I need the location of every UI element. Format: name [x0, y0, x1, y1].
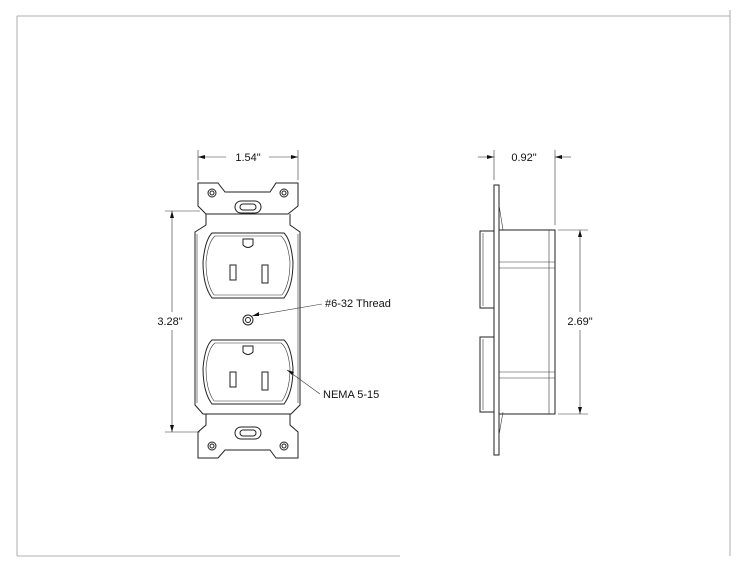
- depth-dimension-label: 0.92": [511, 152, 536, 164]
- width-dimension-label: 1.54": [235, 152, 260, 164]
- receptacle-body: [194, 214, 301, 415]
- receptacle-callout-label: NEMA 5-15: [323, 389, 379, 401]
- front-view: 1.54" 3.28" #6-32 Thread NEMA 5-15: [157, 150, 391, 459]
- side-view: 0.92" 2.69": [478, 150, 593, 456]
- depth-dimension: 0.92": [478, 150, 571, 225]
- center-screw: [242, 314, 254, 326]
- upper-outlet: [202, 232, 294, 299]
- side-face: [479, 230, 494, 413]
- side-height-dimension: 2.69": [558, 229, 593, 415]
- sheet-border: [16, 10, 731, 557]
- neutral-slot: [229, 264, 237, 281]
- side-mounting-strap: [493, 184, 504, 456]
- side-body: [498, 229, 556, 415]
- ground-slot: [242, 238, 254, 248]
- side-height-dimension-label: 2.69": [567, 316, 592, 328]
- thread-callout: #6-32 Thread: [251, 298, 391, 317]
- lower-outlet: [202, 339, 294, 405]
- bottom-mounting-strap: [197, 414, 299, 459]
- hot-slot: [261, 264, 269, 284]
- thread-callout-label: #6-32 Thread: [325, 298, 391, 310]
- top-mounting-strap: [197, 182, 299, 215]
- height-dimension: 3.28": [157, 210, 200, 433]
- width-dimension: 1.54": [197, 150, 299, 180]
- height-dimension-label: 3.28": [157, 316, 182, 328]
- receptacle-callout: NEMA 5-15: [286, 369, 379, 401]
